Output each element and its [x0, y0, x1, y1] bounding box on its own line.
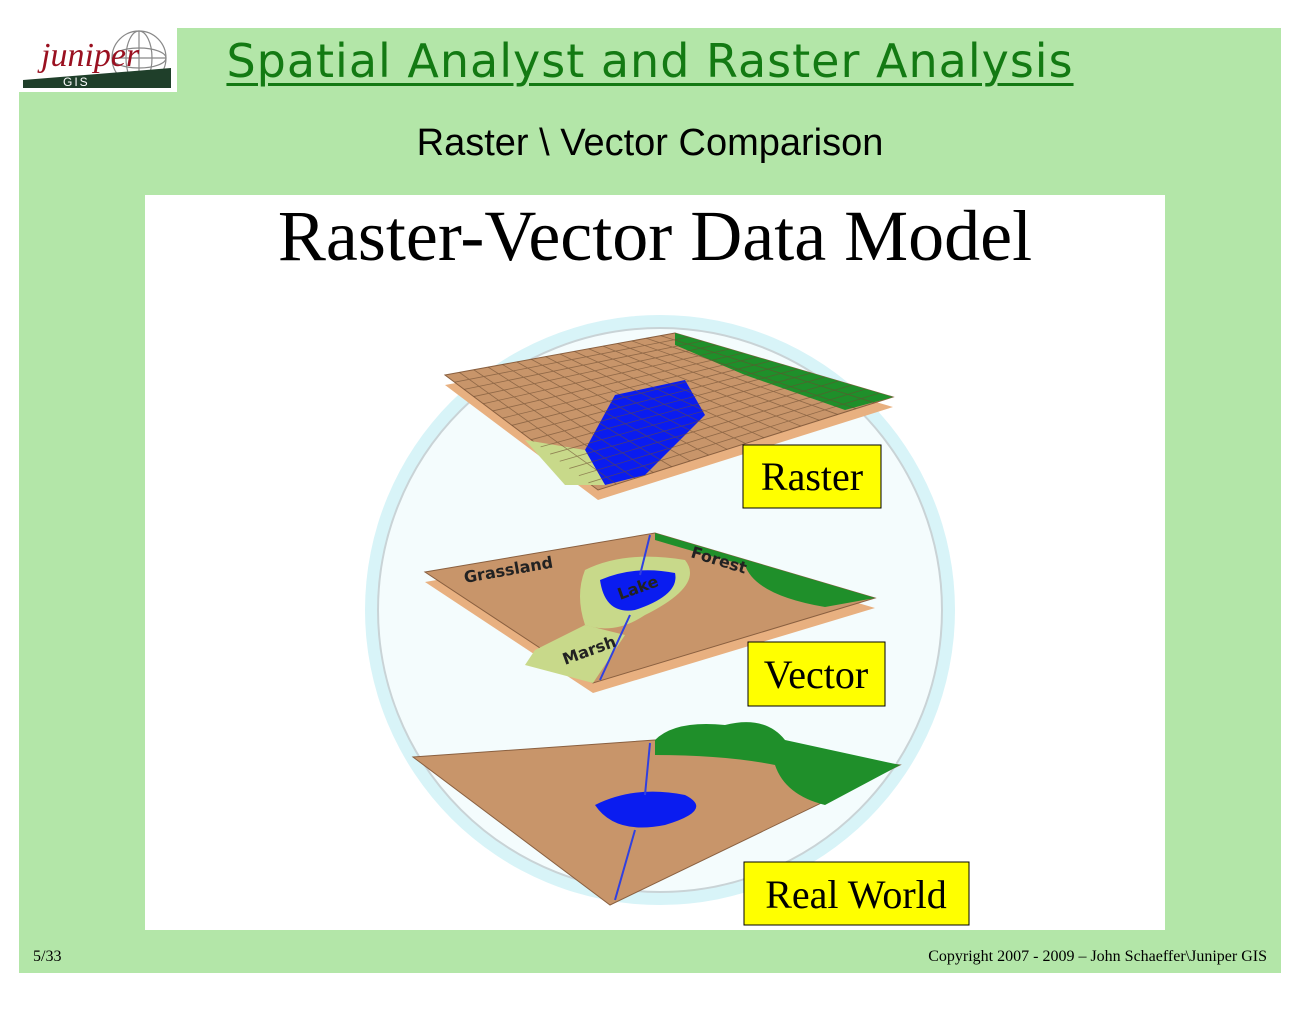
juniper-gis-logo: juniper GIS	[19, 28, 177, 92]
grid-line	[540, 372, 812, 448]
vector-layer: Grassland Forest Lake Marsh Vector	[423, 532, 886, 707]
grid-line	[646, 337, 857, 410]
grid-line	[574, 351, 765, 439]
logo-text: juniper	[37, 37, 140, 74]
page-number: 5/33	[33, 948, 62, 965]
grid-line	[588, 392, 880, 484]
vector-label: Vector	[764, 652, 868, 697]
raster-layer: Raster	[443, 332, 895, 509]
copyright: Copyright 2007 - 2009 – John Schaeffer\J…	[928, 948, 1267, 965]
raster-grid	[454, 335, 880, 485]
grid-line	[550, 376, 825, 455]
figure-heading: Raster-Vector Data Model	[278, 196, 1032, 276]
grid-line	[631, 340, 838, 415]
real-world-label: Real World	[765, 872, 947, 917]
grid-line	[530, 368, 798, 441]
raster-vector-figure: Raster-Vector Data Model Raster Grasslan…	[145, 195, 1165, 930]
slide-subtitle: Raster \ Vector Comparison	[416, 122, 884, 164]
grid-line	[602, 345, 801, 427]
logo-subtext: GIS	[63, 75, 90, 89]
grid-line	[617, 343, 820, 421]
grid-line	[660, 335, 875, 404]
grid-line	[569, 384, 853, 469]
grid-line	[559, 380, 839, 462]
slide-title: Spatial Analyst and Raster Analysis	[226, 34, 1074, 88]
real-world-layer: Real World	[411, 722, 970, 926]
real-world-label-box	[743, 861, 970, 926]
grid-line	[521, 364, 785, 433]
grid-line	[578, 388, 866, 477]
raster-label: Raster	[761, 454, 863, 499]
raster-label-box	[742, 444, 882, 509]
grid-line	[588, 348, 783, 433]
vector-label-box	[747, 641, 886, 707]
